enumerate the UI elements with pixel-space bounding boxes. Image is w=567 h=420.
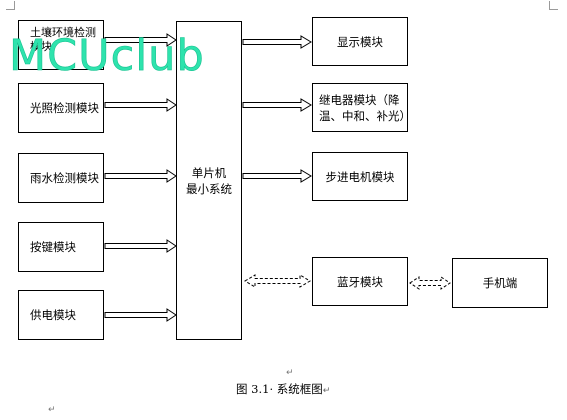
arrow-key-to-mcu: [104, 239, 177, 253]
page-corner-mark-left: [6, 1, 15, 10]
paragraph-mark: ↵: [286, 368, 294, 378]
watermark-logo: MCUclub: [9, 31, 205, 82]
arrow-power-to-mcu: [104, 308, 177, 322]
block-stepper-motor: 步进电机模块: [312, 152, 408, 201]
block-power-label: 供电模块: [30, 308, 76, 322]
arrow-mcu-to-relay: [242, 98, 312, 112]
caption-return-mark: ↵: [322, 386, 331, 396]
block-power: 供电模块: [18, 290, 104, 340]
block-stepper-motor-label: 步进电机模块: [325, 169, 395, 184]
block-mcu-minimum-system: 单片机 最小系统: [176, 21, 242, 340]
block-rain-detection-label: 雨水检测模块: [30, 171, 99, 185]
arrow-light-to-mcu: [104, 98, 177, 112]
block-mcu-line2: 最小系统: [186, 181, 232, 196]
block-soil-detection-label: 土壤环境检测模块: [30, 26, 96, 53]
block-soil-detection: 土壤环境检测模块: [18, 20, 104, 70]
arrow-bluetooth-phone-bidirectional: [409, 276, 451, 290]
paragraph-mark: ↵: [48, 405, 56, 415]
block-relay-line1: 继电器模块（降: [319, 92, 400, 107]
block-display-label: 显示模块: [337, 34, 383, 49]
block-mcu-line1: 单片机: [191, 165, 227, 180]
block-light-detection: 光照检测模块: [18, 83, 104, 133]
block-phone: 手机端: [452, 258, 548, 308]
block-key: 按键模块: [18, 222, 104, 272]
block-relay: 继电器模块（降 温、中和、补光）: [312, 83, 411, 132]
block-display: 显示模块: [312, 17, 408, 66]
arrow-soil-to-mcu: [104, 33, 177, 47]
block-key-label: 按键模块: [30, 240, 76, 254]
block-bluetooth-label: 蓝牙模块: [337, 274, 383, 289]
arrow-mcu-bluetooth-bidirectional: [244, 274, 311, 288]
page-corner-mark-right: [549, 1, 558, 10]
figure-caption: 图 3.1· 系统框图↵: [236, 381, 330, 397]
block-phone-label: 手机端: [482, 276, 518, 290]
figure-caption-text: 图 3.1· 系统框图: [236, 382, 323, 396]
arrow-mcu-to-stepper: [242, 169, 312, 183]
block-relay-line2: 温、中和、补光）: [319, 108, 411, 123]
block-rain-detection: 雨水检测模块: [18, 153, 104, 203]
arrow-mcu-to-display: [242, 35, 312, 49]
block-light-detection-label: 光照检测模块: [30, 101, 99, 115]
block-bluetooth: 蓝牙模块: [312, 257, 408, 306]
arrow-rain-to-mcu: [104, 169, 177, 183]
